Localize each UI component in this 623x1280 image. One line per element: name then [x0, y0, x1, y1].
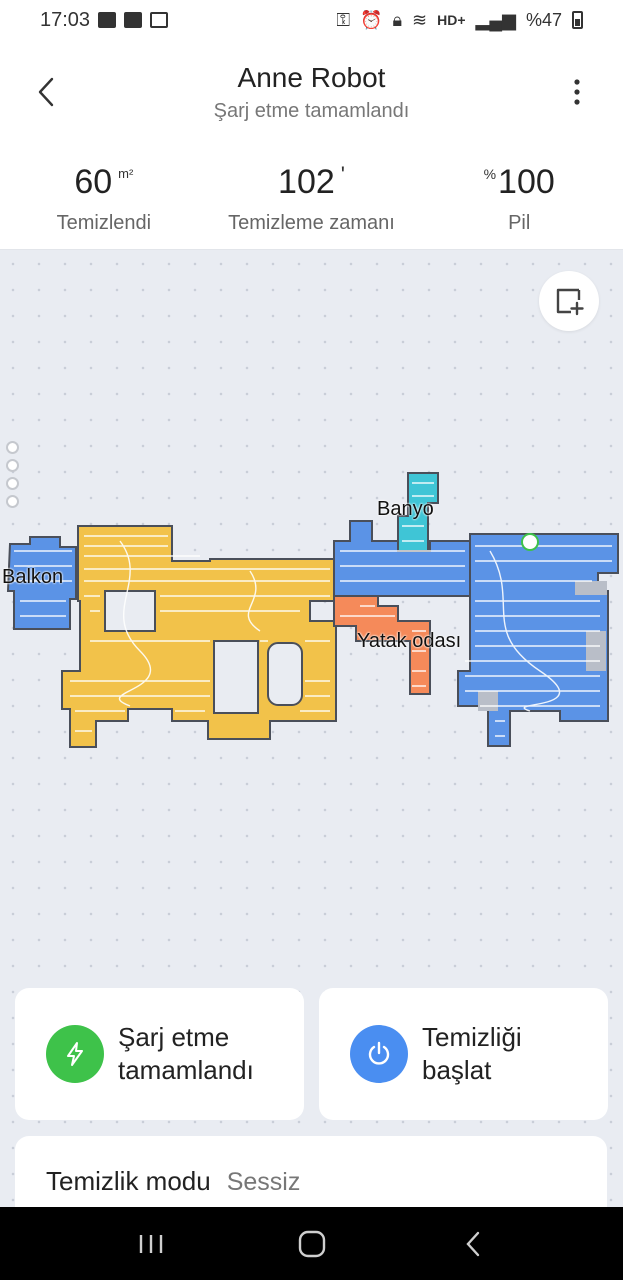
room-label-banyo[interactable]: Banyo	[377, 498, 434, 520]
stat-label: Pil	[508, 212, 531, 234]
map-drawing	[6, 472, 619, 748]
status-bar: 17:03 ⚿ ⏰ 🔒︎ ≋ HD+ ▂▄▆ %47	[0, 0, 623, 40]
map-unexplored	[575, 581, 607, 595]
room-label-yatak-odasi[interactable]: Yatak odası	[357, 630, 462, 652]
map-dot[interactable]	[6, 477, 19, 490]
map-dot[interactable]	[6, 495, 19, 508]
image-icon	[124, 12, 143, 28]
edit-map-icon	[556, 288, 584, 316]
room-label-balkon[interactable]: Balkon	[2, 566, 64, 588]
map-dot[interactable]	[6, 441, 19, 454]
status-time: 17:03	[40, 8, 91, 31]
power-icon	[368, 1041, 390, 1065]
cleaning-mode-label: Temizlik modu	[46, 1166, 211, 1196]
system-back-button[interactable]	[443, 1219, 503, 1269]
status-left: 17:03	[40, 8, 169, 32]
map-edit-button[interactable]	[539, 271, 599, 331]
room-balkon	[6, 536, 77, 630]
home-button[interactable]	[282, 1219, 342, 1269]
stat-value: 102	[278, 163, 335, 201]
key-icon: ⚿	[336, 9, 351, 30]
battery-percent: %47	[525, 9, 562, 30]
cleaning-path	[14, 482, 612, 737]
stat-unit: m²	[118, 166, 134, 181]
map-obstacle	[104, 590, 156, 632]
recent-apps-icon	[139, 1234, 162, 1253]
stat-label: Temizleme zamanı	[228, 212, 395, 234]
cleaning-map[interactable]: Balkon Banyo Yatak odası	[0, 251, 623, 1207]
stat-label: Temizlendi	[56, 212, 152, 234]
stat-value: 100	[498, 163, 555, 201]
map-unexplored	[586, 631, 606, 671]
home-icon	[298, 1230, 325, 1257]
stat-battery: % 100 Pil	[415, 162, 623, 235]
chat-icon	[98, 12, 117, 28]
stats-row: 60 m² Temizlendi 102 ' Temizleme zamanı …	[0, 162, 623, 235]
charge-status-label: Şarj etme tamamlandı	[118, 1022, 254, 1085]
start-cleaning-label: Temizliği başlat	[422, 1022, 522, 1085]
network-type: HD+	[437, 12, 466, 28]
stat-cleaned-area: 60 m² Temizlendi	[0, 162, 208, 235]
cleaning-mode-value: Sessiz	[226, 1168, 301, 1196]
stat-unit: '	[340, 162, 345, 187]
back-button[interactable]	[28, 74, 64, 110]
more-vertical-icon	[574, 79, 580, 105]
map-layer-dots[interactable]	[6, 441, 19, 508]
room-yatak-odasi	[333, 595, 431, 695]
lock-icon: 🔒︎	[392, 9, 403, 30]
system-back-icon	[465, 1231, 479, 1256]
map-obstacle	[267, 642, 303, 706]
start-cleaning-button[interactable]: Temizliği başlat	[319, 988, 608, 1120]
charge-icon-circle	[46, 1025, 104, 1083]
calendar-icon	[150, 12, 169, 28]
lightning-icon	[67, 1042, 83, 1066]
header: Anne Robot Şarj etme tamamlandı 60 m² Te…	[0, 40, 623, 250]
chevron-left-icon	[38, 77, 54, 107]
room-living	[61, 525, 337, 748]
map-dot[interactable]	[6, 459, 19, 472]
power-icon-circle	[350, 1025, 408, 1083]
map-unexplored	[478, 691, 498, 711]
map-obstacle	[213, 640, 259, 714]
wifi-icon: ≋	[412, 9, 428, 30]
signal-icon: ▂▄▆	[475, 9, 516, 30]
system-nav-bar	[0, 1207, 623, 1280]
charging-dock-icon	[521, 533, 539, 551]
charge-status-card[interactable]: Şarj etme tamamlandı	[15, 988, 304, 1120]
battery-icon	[572, 11, 583, 29]
alarm-icon: ⏰	[360, 9, 383, 30]
stat-cleaning-time: 102 ' Temizleme zamanı	[208, 162, 416, 235]
page-title: Anne Robot	[237, 62, 386, 93]
recent-apps-button[interactable]	[121, 1219, 181, 1269]
page-subtitle: Şarj etme tamamlandı	[213, 100, 410, 122]
status-right: ⚿ ⏰ 🔒︎ ≋ HD+ ▂▄▆ %47	[336, 10, 583, 31]
stat-unit: %	[483, 166, 497, 182]
more-options-button[interactable]	[559, 74, 595, 110]
stat-value: 60	[74, 163, 113, 201]
